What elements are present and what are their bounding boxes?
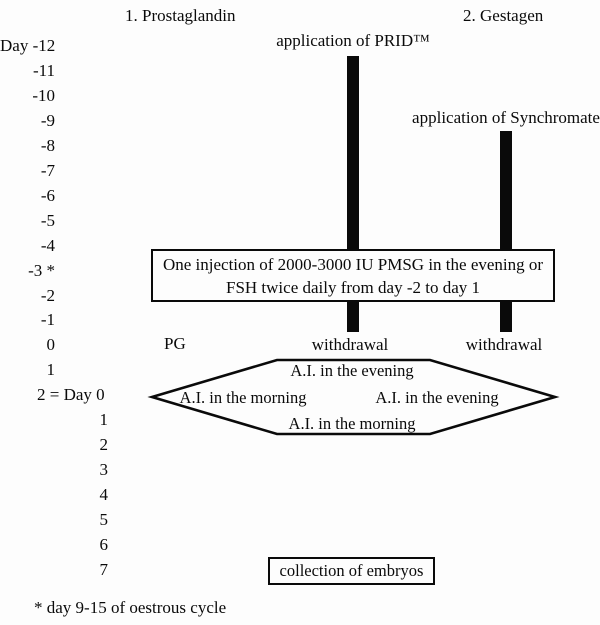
pmsg-box-line2: FSH twice daily from day -2 to day 1 <box>225 278 480 297</box>
day-label: -1 <box>40 310 55 330</box>
prid-application-label: application of PRID™ <box>276 31 430 50</box>
ai-morning-bottom-label: A.I. in the morning <box>288 414 416 433</box>
day-label: 2 = Day 0 <box>37 385 105 405</box>
day-label: 0 <box>46 335 56 355</box>
day-label: -8 <box>40 135 55 155</box>
pmsg-injection-box: One injection of 2000-3000 IU PMSG in th… <box>151 249 555 302</box>
day-label: -10 <box>32 85 55 105</box>
ai-morning-left-label: A.I. in the morning <box>179 388 307 407</box>
pmsg-box-line1: One injection of 2000-3000 IU PMSG in th… <box>162 255 544 274</box>
ai-evening-top-label: A.I. in the evening <box>290 361 414 380</box>
day-label: -5 <box>40 210 55 230</box>
day-label: -7 <box>40 160 55 180</box>
day-label: 7 <box>99 559 109 579</box>
synchromate-application-label: application of Synchromate <box>412 108 600 127</box>
day-label: 5 <box>99 510 109 530</box>
day-label: -11 <box>32 60 55 80</box>
day-label: 4 <box>99 485 109 505</box>
withdrawal-label-left: withdrawal <box>311 335 389 354</box>
pg-label: PG <box>164 334 186 353</box>
day-label: -3 * <box>28 260 55 280</box>
day-label: 3 <box>99 460 109 480</box>
withdrawal-label-right: withdrawal <box>465 335 543 354</box>
day-label: 1 <box>46 360 56 380</box>
embryo-collection-box: collection of embryos <box>268 557 435 585</box>
oestrous-cycle-footnote: * day 9-15 of oestrous cycle <box>34 598 227 617</box>
ai-evening-right-label: A.I. in the evening <box>375 388 499 407</box>
day-label: -2 <box>40 285 55 305</box>
embryo-collection-label: collection of embryos <box>279 561 424 580</box>
day-label: 6 <box>99 535 109 554</box>
day-label: Day -12 <box>0 36 56 55</box>
day-label: -4 <box>40 235 55 255</box>
day-label: 2 <box>99 435 109 455</box>
day-label: 1 <box>99 410 109 430</box>
protocol-1-heading: 1. Prostaglandin <box>125 6 236 25</box>
day-label: -9 <box>40 110 55 130</box>
day-label: -6 <box>40 185 55 205</box>
protocol-2-heading: 2. Gestagen <box>463 6 544 25</box>
